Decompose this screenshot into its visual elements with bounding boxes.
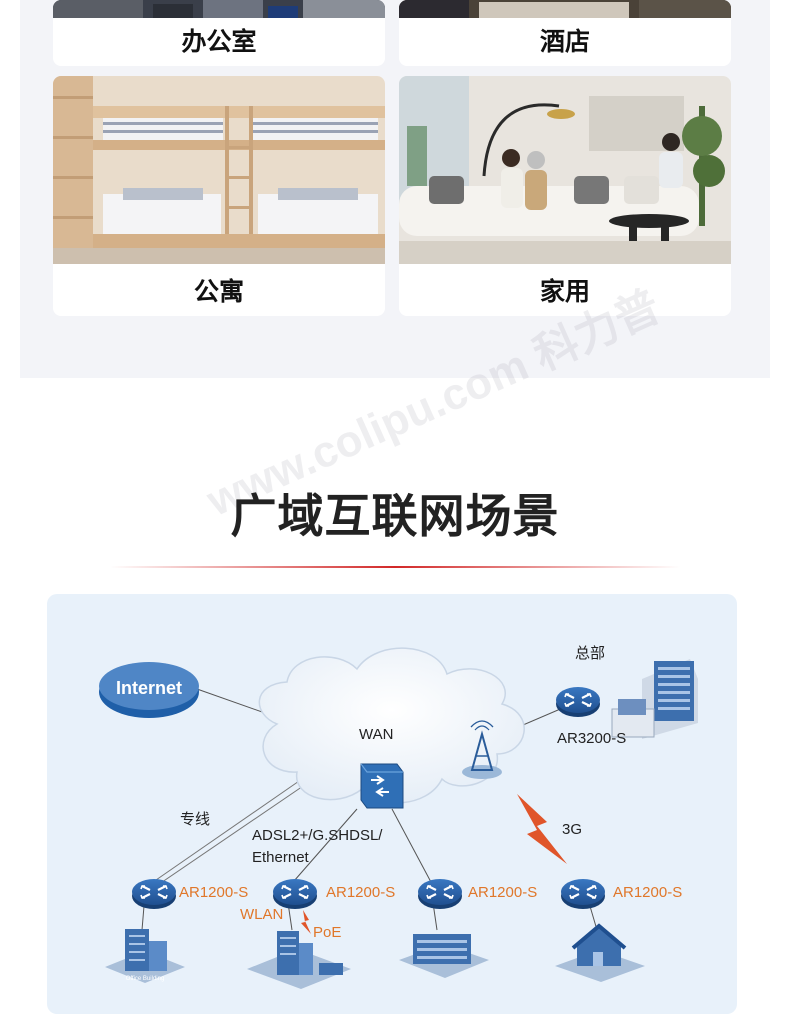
branch-router-3-label: AR1200-S xyxy=(468,884,537,901)
branch-router-1-label: AR1200-S xyxy=(179,884,248,901)
branch-router-3-icon xyxy=(416,877,464,911)
title-underline xyxy=(110,566,680,568)
access-types-label-2: Ethernet xyxy=(252,849,310,866)
bunk-bed-photo xyxy=(53,76,385,264)
access-types-label: ADSL2+/G.SHDSL/ xyxy=(252,827,383,844)
hotel-label: 酒店 xyxy=(539,27,590,56)
office-photo xyxy=(53,0,385,18)
internet-cloud-icon xyxy=(99,662,199,718)
headquarters-label: 总部 xyxy=(575,645,605,662)
apartment-label: 公寓 xyxy=(193,277,244,306)
internet-label: Internet xyxy=(116,678,182,698)
leased-line-label: 专线 xyxy=(180,811,210,828)
wan-label: WAN xyxy=(359,726,393,743)
branch-router-1-icon xyxy=(130,877,178,911)
campus-building-icon xyxy=(399,934,489,978)
poe-label: PoE xyxy=(313,924,341,941)
wan-diagram: WAN Internet 总部 xyxy=(47,594,737,1014)
home-house-icon xyxy=(555,923,645,982)
poe-lightning-icon xyxy=(301,910,311,934)
cell-tower-icon xyxy=(462,720,502,779)
wan-section-title: 广域互联网场景 xyxy=(230,489,560,543)
branch-router-2-label: AR1200-S xyxy=(326,884,395,901)
wan-cloud xyxy=(258,647,525,804)
branch-router-4-label: AR1200-S xyxy=(613,884,682,901)
branch-office-wlan-icon xyxy=(247,931,351,989)
home-label: 家用 xyxy=(539,277,590,306)
office-label: 办公室 xyxy=(181,27,257,56)
living-room-photo xyxy=(399,76,731,264)
wlan-label: WLAN xyxy=(240,906,283,923)
scenario-card-office[interactable]: 办公室 xyxy=(53,0,385,66)
hotel-photo xyxy=(399,0,731,18)
scenario-section: 办公室 酒店 xyxy=(20,0,770,378)
hq-router-icon xyxy=(554,685,602,719)
branch-router-4-icon xyxy=(559,877,607,911)
core-device-icon xyxy=(360,763,404,809)
hq-router-label: AR3200-S xyxy=(557,730,626,747)
headquarters-building-icon xyxy=(611,659,698,739)
branch-router-2-icon xyxy=(271,877,319,911)
office-building-sign: Office Building xyxy=(126,976,165,982)
scenario-card-home[interactable]: 家用 xyxy=(399,76,731,316)
scenario-card-hotel[interactable]: 酒店 xyxy=(399,0,731,66)
office-building-icon: Office Building xyxy=(105,929,185,983)
wireless-link-icon xyxy=(517,794,567,864)
wireless-3g-label: 3G xyxy=(562,821,582,838)
scenario-card-apartment[interactable]: 公寓 xyxy=(53,76,385,316)
